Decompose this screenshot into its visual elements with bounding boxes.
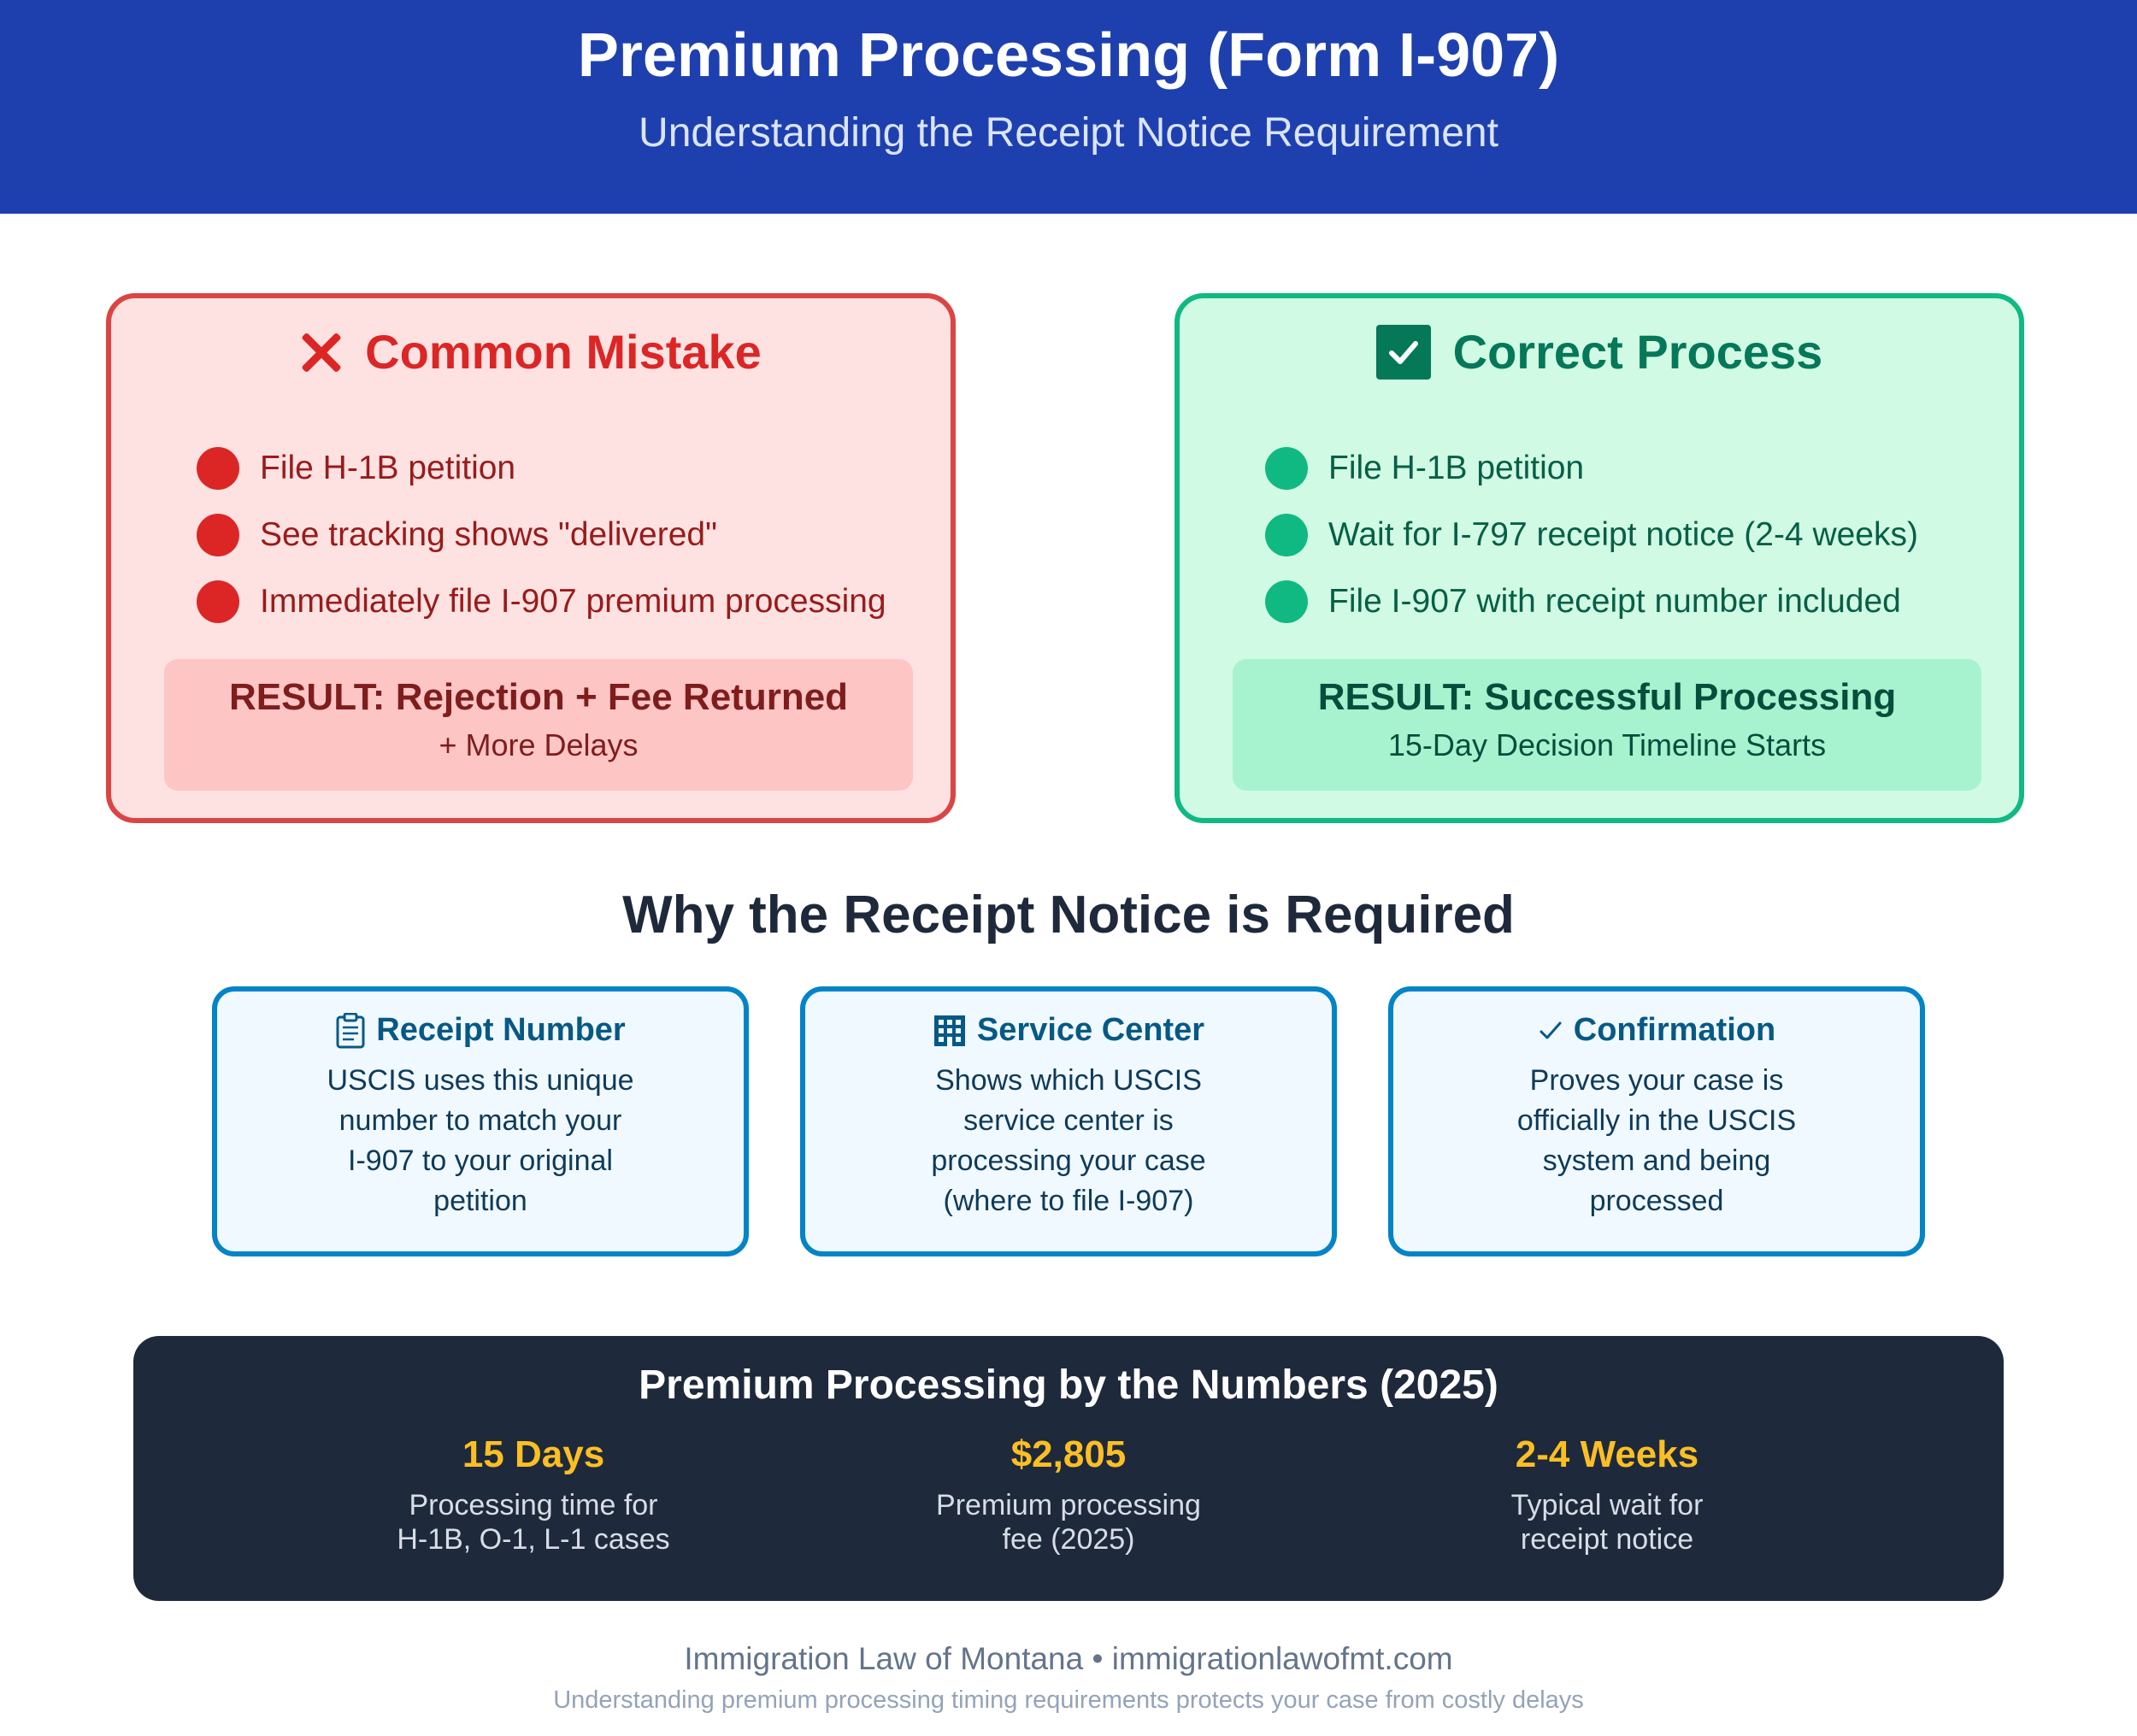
step-text: File H-1B petition bbox=[260, 450, 516, 486]
numbers-panel: Premium Processing by the Numbers (2025)… bbox=[133, 1336, 2004, 1601]
list-item: File I-907 with receipt number included bbox=[1265, 568, 1918, 635]
mistake-result-box: RESULT: Rejection + Fee Returned + More … bbox=[164, 659, 913, 791]
card-line: USCIS uses this unique bbox=[327, 1064, 634, 1097]
mistake-steps-list: File H-1B petition See tracking shows "d… bbox=[197, 435, 886, 635]
card-header: Receipt Number bbox=[217, 1012, 744, 1049]
card-description: Shows which USCIS service center is proc… bbox=[889, 1061, 1248, 1221]
list-item: Wait for I-797 receipt notice (2-4 weeks… bbox=[1265, 502, 1918, 568]
correct-steps-list: File H-1B petition Wait for I-797 receip… bbox=[1265, 435, 1918, 635]
common-mistake-title: Common Mistake bbox=[365, 325, 762, 379]
common-mistake-panel: Common Mistake File H-1B petition See tr… bbox=[106, 293, 956, 823]
stat-value: 2-4 Weeks bbox=[1515, 1433, 1699, 1475]
list-item: File H-1B petition bbox=[197, 435, 886, 502]
stat-label: Premium processing fee (2025) bbox=[923, 1488, 1214, 1557]
step-text: File I-907 with receipt number included bbox=[1328, 583, 1901, 620]
card-title: Receipt Number bbox=[376, 1012, 626, 1048]
step-text: Wait for I-797 receipt notice (2-4 weeks… bbox=[1328, 516, 1918, 553]
footer-attribution: Immigration Law of Montana • immigration… bbox=[684, 1641, 1453, 1676]
card-line: Shows which USCIS bbox=[935, 1064, 1202, 1097]
correct-process-title: Correct Process bbox=[1452, 325, 1823, 379]
numbers-title: Premium Processing by the Numbers (2025) bbox=[639, 1362, 1498, 1408]
card-line: system and being bbox=[1542, 1145, 1771, 1177]
stat-receipt-wait: 2-4 Weeks Typical wait for receipt notic… bbox=[1351, 1433, 1863, 1557]
common-mistake-header: Common Mistake bbox=[111, 324, 951, 380]
green-bullet-icon bbox=[1265, 514, 1308, 556]
clipboard-icon bbox=[335, 1012, 366, 1049]
stat-fee: $2,805 Premium processing fee (2025) bbox=[812, 1433, 1325, 1557]
stat-label: Processing time for H-1B, O-1, L-1 cases bbox=[388, 1488, 679, 1557]
card-description: Proves your case is officially in the US… bbox=[1477, 1061, 1836, 1221]
correct-result-title: RESULT: Successful Processing bbox=[1317, 676, 1897, 718]
card-line: I-907 to your original bbox=[348, 1145, 613, 1177]
stat-label-line: H-1B, O-1, L-1 cases bbox=[397, 1523, 670, 1556]
card-line: processing your case bbox=[931, 1145, 1206, 1177]
list-item: Immediately file I-907 premium processin… bbox=[197, 568, 886, 635]
why-section-title: Why the Receipt Notice is Required bbox=[622, 886, 1515, 945]
checkmark-icon bbox=[1538, 1018, 1563, 1044]
card-title: Service Center bbox=[976, 1012, 1205, 1048]
card-title: Confirmation bbox=[1573, 1012, 1776, 1048]
step-text: File H-1B petition bbox=[1328, 450, 1585, 486]
card-line: service center is bbox=[963, 1104, 1174, 1137]
card-line: officially in the USCIS bbox=[1516, 1104, 1797, 1137]
header-banner: Premium Processing (Form I-907) Understa… bbox=[0, 0, 2137, 214]
card-header: Service Center bbox=[805, 1012, 1332, 1049]
green-bullet-icon bbox=[1265, 580, 1308, 623]
red-bullet-icon bbox=[197, 580, 239, 623]
card-line: number to match your bbox=[339, 1104, 622, 1137]
card-line: processed bbox=[1589, 1185, 1724, 1217]
page-title: Premium Processing (Form I-907) bbox=[577, 21, 1560, 90]
page-subtitle: Understanding the Receipt Notice Require… bbox=[639, 110, 1498, 156]
correct-result-subtitle: 15-Day Decision Timeline Starts bbox=[1387, 727, 1827, 762]
card-header: Confirmation bbox=[1393, 1012, 1920, 1049]
step-text: See tracking shows "delivered" bbox=[260, 516, 717, 553]
green-bullet-icon bbox=[1265, 447, 1308, 490]
card-line: petition bbox=[433, 1185, 527, 1217]
card-line: (where to file I-907) bbox=[943, 1185, 1194, 1217]
red-bullet-icon bbox=[197, 447, 239, 490]
stat-processing-time: 15 Days Processing time for H-1B, O-1, L… bbox=[277, 1433, 790, 1557]
stat-label-line: Processing time for bbox=[409, 1489, 658, 1521]
list-item: File H-1B petition bbox=[1265, 435, 1918, 502]
service-center-card: Service Center Shows which USCIS service… bbox=[800, 986, 1337, 1256]
x-icon bbox=[300, 331, 343, 374]
card-line: Proves your case is bbox=[1529, 1064, 1784, 1097]
mistake-result-subtitle: + More Delays bbox=[439, 727, 639, 762]
receipt-number-card: Receipt Number USCIS uses this unique nu… bbox=[212, 986, 749, 1256]
confirmation-card: Confirmation Proves your case is officia… bbox=[1388, 986, 1925, 1256]
list-item: See tracking shows "delivered" bbox=[197, 502, 886, 568]
stat-label-line: receipt notice bbox=[1520, 1523, 1694, 1556]
stat-value: 15 Days bbox=[462, 1433, 605, 1475]
correct-process-panel: Correct Process File H-1B petition Wait … bbox=[1174, 293, 2024, 823]
stat-label-line: Premium processing bbox=[936, 1489, 1201, 1521]
correct-result-box: RESULT: Successful Processing 15-Day Dec… bbox=[1233, 659, 1981, 791]
footer-tagline: Understanding premium processing timing … bbox=[553, 1686, 1584, 1714]
stat-value: $2,805 bbox=[1010, 1433, 1127, 1475]
checkbox-check-icon bbox=[1375, 324, 1431, 380]
stat-label-line: Typical wait for bbox=[1510, 1489, 1704, 1521]
stat-label: Typical wait for receipt notice bbox=[1462, 1488, 1752, 1557]
mistake-result-title: RESULT: Rejection + Fee Returned bbox=[228, 676, 849, 718]
correct-process-header: Correct Process bbox=[1180, 324, 2019, 380]
stat-label-line: fee (2025) bbox=[1002, 1523, 1135, 1556]
building-icon bbox=[933, 1014, 967, 1048]
step-text: Immediately file I-907 premium processin… bbox=[260, 583, 886, 620]
card-description: USCIS uses this unique number to match y… bbox=[301, 1061, 660, 1221]
red-bullet-icon bbox=[197, 514, 239, 556]
